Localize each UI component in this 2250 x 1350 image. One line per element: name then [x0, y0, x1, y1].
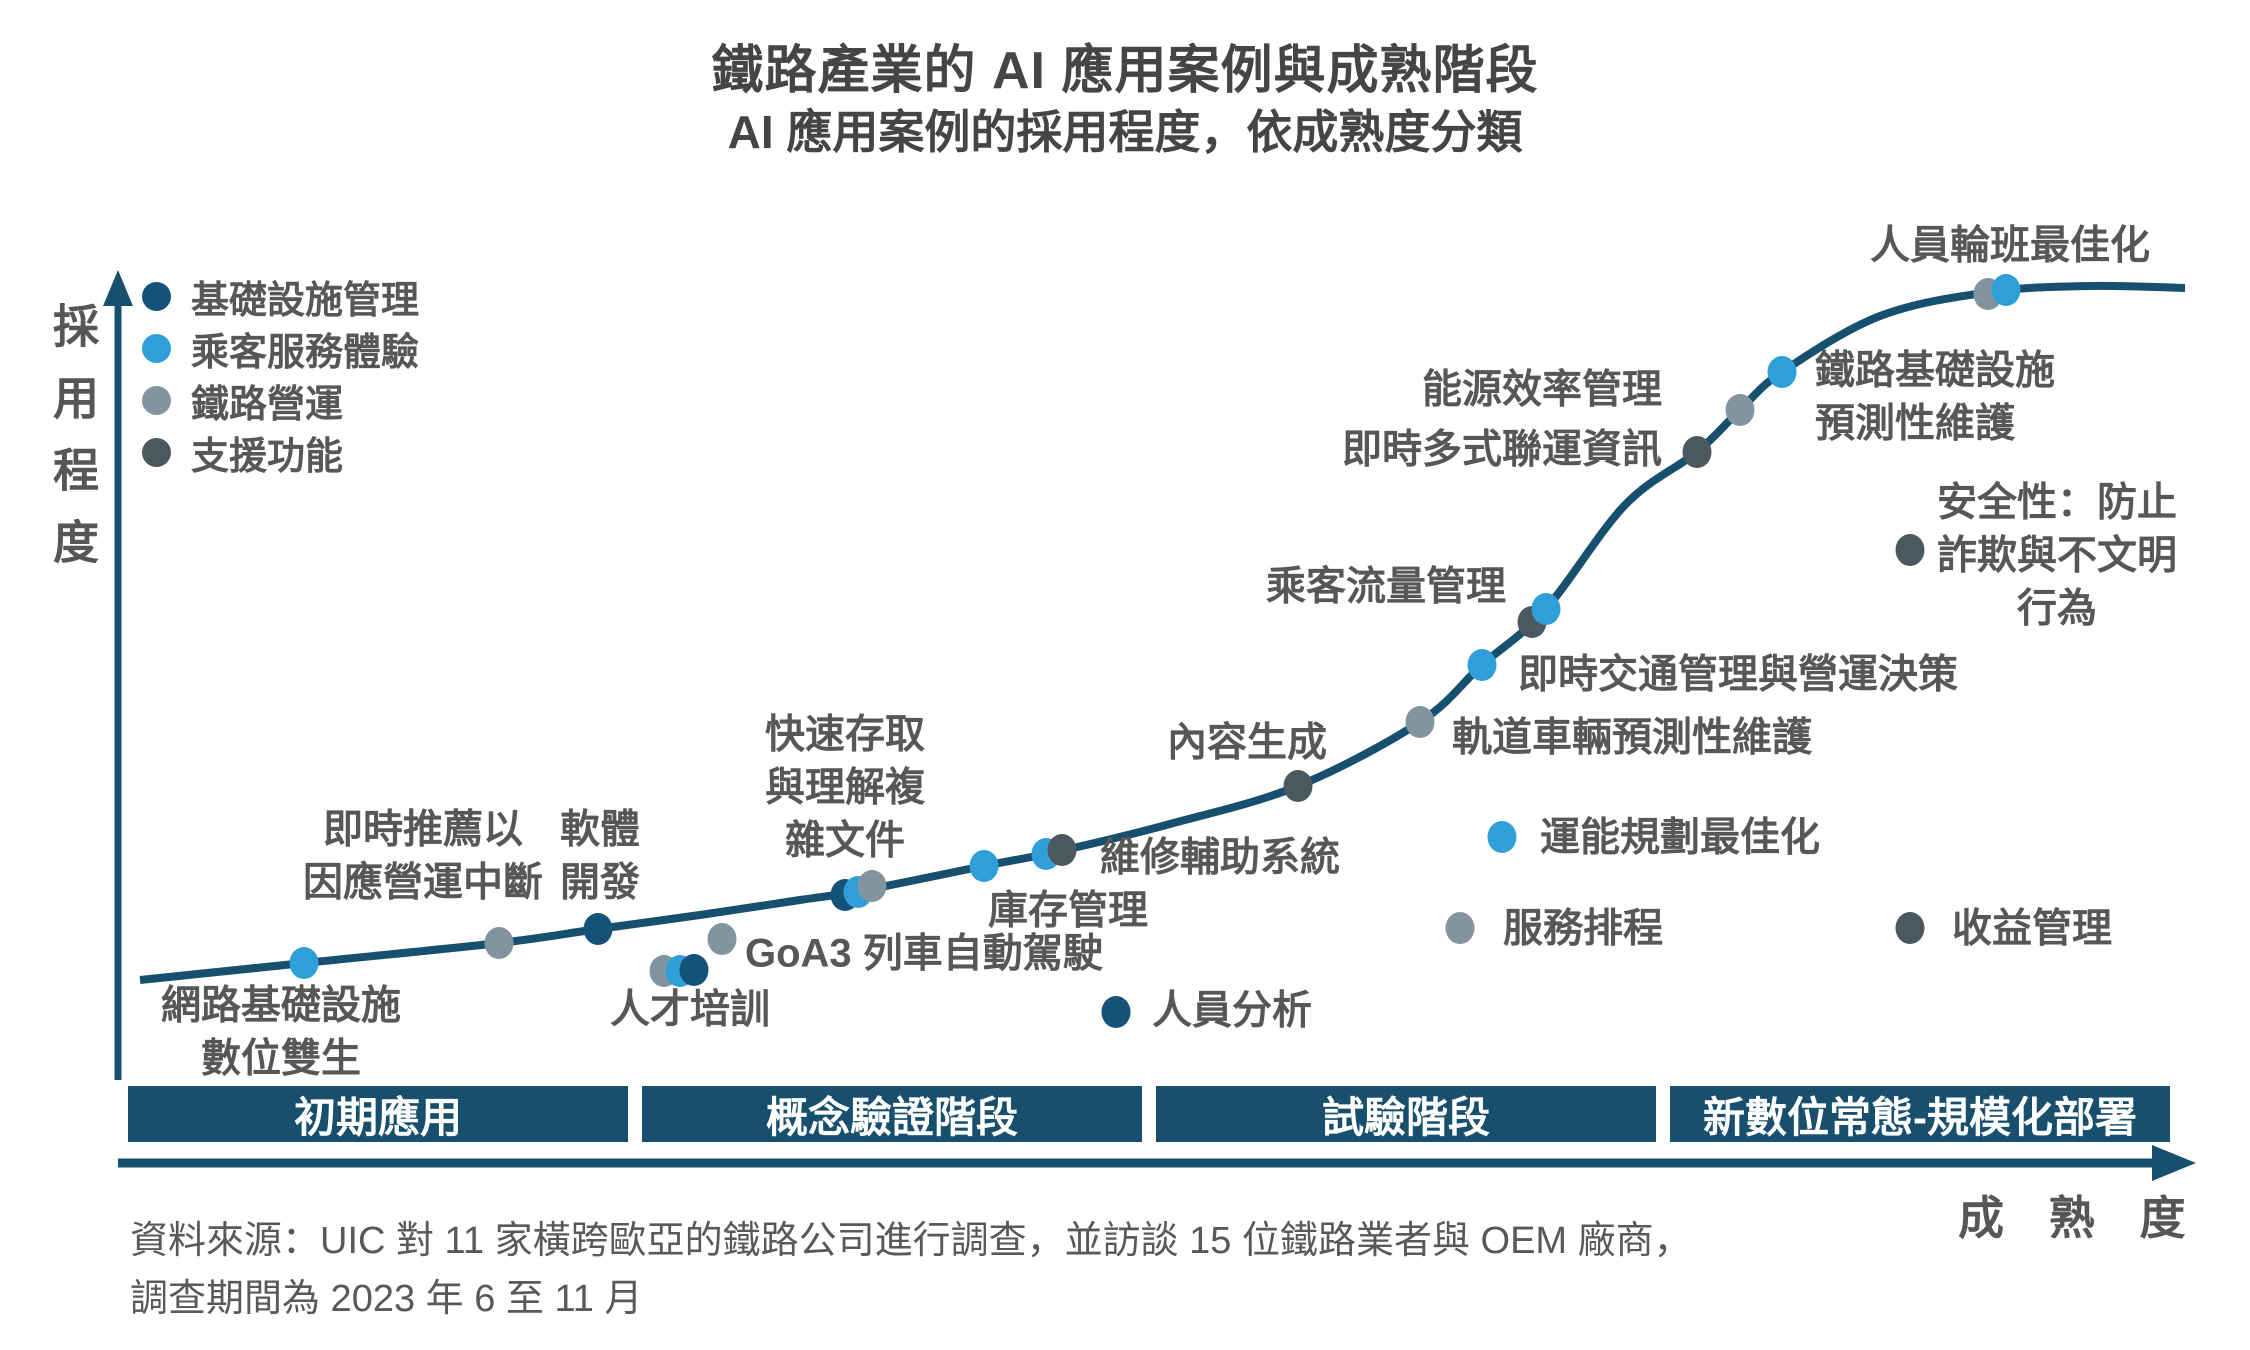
data-point-dot-infrastructure — [679, 954, 709, 986]
data-point-label: 快速存取 — [765, 713, 925, 757]
data-point-label: GoA3 列車自動駕駛 — [745, 932, 1104, 976]
legend-dot-support — [142, 437, 171, 467]
data-point-dot-rail_ops — [1725, 394, 1755, 426]
data-point-label: 人員輪班最佳化 — [1870, 224, 2150, 268]
x-axis-arrowhead — [2152, 1145, 2196, 1181]
data-point-label: 內容生成 — [1167, 721, 1327, 765]
data-point-label: 即時多式聯運資訊 — [1342, 428, 1662, 472]
legend-dot-passenger — [142, 333, 171, 363]
data-point-label: 收益管理 — [1952, 907, 2112, 951]
legend-item-infrastructure: 基礎設施管理 — [142, 270, 419, 322]
legend-dot-infrastructure — [142, 281, 171, 311]
legend-item-support: 支援功能 — [142, 426, 419, 478]
data-point-label: 雜文件 — [785, 819, 905, 863]
legend-label: 鐵路營運 — [191, 383, 344, 426]
data-point-label: 與理解複 — [765, 766, 926, 810]
data-point-label: 因應營運中斷 — [303, 860, 543, 905]
data-point-label: 預測性維護 — [1815, 402, 2016, 446]
data-point-label: 人才培訓 — [610, 988, 770, 1032]
data-point-dot-passenger — [1531, 593, 1561, 625]
legend: 基礎設施管理乘客服務體驗鐵路營運支援功能 — [142, 270, 419, 478]
data-point-dot-rail_ops — [484, 927, 514, 959]
stage-band-2: 概念驗證階段 — [642, 1086, 1142, 1142]
data-point-label: 維修輔助系統 — [1100, 836, 1340, 880]
data-point-label: 網路基礎設施 — [161, 984, 401, 1028]
legend-label: 乘客服務體驗 — [191, 331, 420, 374]
y-axis-arrowhead — [103, 270, 133, 306]
data-point-label: 即時推薦以 — [323, 808, 523, 852]
data-point-label: 運能規劃最佳化 — [1540, 816, 1820, 860]
data-point-label: 服務排程 — [1503, 907, 1663, 951]
legend-item-rail_ops: 鐵路營運 — [142, 374, 419, 426]
data-point-label: 能源效率管理 — [1422, 368, 1662, 412]
data-point-dot-support — [1047, 834, 1077, 866]
data-point-dot-rail_ops — [1445, 912, 1475, 944]
data-point-dot-passenger — [1767, 356, 1797, 388]
data-point-dot-rail_ops — [857, 870, 887, 902]
source-line-1: 資料來源：UIC 對 11 家橫跨歐亞的鐵路公司進行調查，並訪談 15 位鐵路業… — [130, 1220, 1692, 1262]
data-point-label: 軌道車輛預測性維護 — [1452, 716, 1813, 760]
legend-dot-rail_ops — [142, 385, 171, 415]
source-note: 資料來源：UIC 對 11 家橫跨歐亞的鐵路公司進行調查，並訪談 15 位鐵路業… — [130, 1212, 1692, 1328]
data-point-label: 安全性：防止 — [1937, 480, 2177, 525]
y-axis-label: 採用程度 — [47, 302, 99, 590]
data-point-dot-passenger — [1487, 821, 1517, 853]
data-point-dot-passenger — [969, 850, 999, 882]
data-point-label: 行為 — [2017, 587, 2097, 631]
stage-band-4: 新數位常態-規模化部署 — [1670, 1086, 2170, 1142]
chart-subtitle: AI 應用案例的採用程度，依成熟度分類 — [727, 106, 1523, 158]
data-point-dot-passenger — [1467, 649, 1497, 681]
maturity-stage-bands: 初期應用概念驗證階段試驗階段新數位常態-規模化部署 — [128, 1086, 2170, 1142]
data-point-label: 人員分析 — [1152, 989, 1312, 1033]
data-point-label: 詐欺與不文明 — [1937, 534, 2177, 578]
data-point-dot-infrastructure — [1101, 996, 1131, 1028]
stage-band-1: 初期應用 — [128, 1086, 628, 1142]
data-point-dot-passenger — [289, 947, 319, 979]
data-point-label: 乘客流量管理 — [1266, 565, 1506, 609]
data-point-label: 開發 — [560, 861, 640, 905]
source-line-2: 調查期間為 2023 年 6 至 11 月 — [130, 1278, 643, 1320]
data-point-dot-support — [1283, 770, 1313, 802]
data-point-dot-passenger — [1991, 274, 2021, 306]
data-point-dot-rail_ops — [1405, 706, 1435, 738]
data-point-dot-infrastructure — [583, 913, 613, 945]
data-point-label: 數位雙生 — [201, 1037, 361, 1081]
data-point-dot-support — [1895, 534, 1925, 566]
legend-item-passenger: 乘客服務體驗 — [142, 322, 419, 374]
legend-label: 支援功能 — [191, 435, 344, 478]
data-point-dot-support — [1682, 436, 1712, 468]
chart-title: 鐵路產業的 AI 應用案例與成熟階段 — [711, 42, 1539, 100]
data-point-label: 鐵路基礎設施 — [1815, 348, 2055, 393]
data-point-label: 軟體 — [560, 808, 640, 852]
x-axis-title: 成 熟 度 — [1958, 1192, 2202, 1244]
data-point-label: 庫存管理 — [988, 889, 1148, 933]
stage-band-3: 試驗階段 — [1156, 1086, 1656, 1142]
data-point-dot-support — [1895, 912, 1925, 944]
data-point-dot-rail_ops — [707, 923, 737, 955]
legend-label: 基礎設施管理 — [191, 279, 420, 322]
data-point-label: 即時交通管理與營運決策 — [1518, 653, 1958, 697]
